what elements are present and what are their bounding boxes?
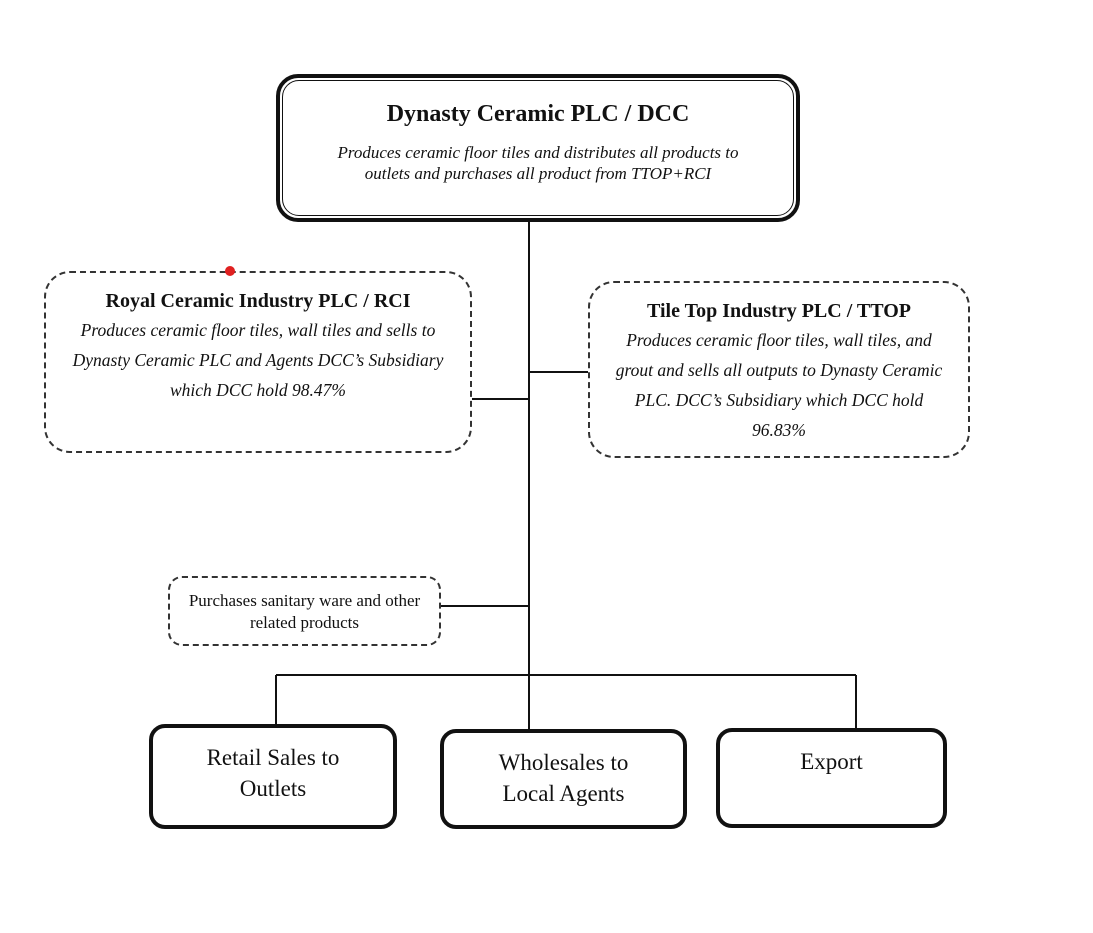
parent-company-title: Dynasty Ceramic PLC / DCC: [386, 101, 690, 127]
marker-dot: [225, 266, 235, 276]
channel-export-label: Export: [800, 749, 863, 774]
parent-company-box: Dynasty Ceramic PLC / DCC Produces ceram…: [276, 74, 800, 222]
ttop-description: Produces ceramic floor tiles, wall tiles…: [615, 330, 943, 440]
channel-retail-box: Retail Sales to Outlets: [149, 724, 397, 829]
channel-wholesale-label: Wholesales to Local Agents: [498, 750, 629, 806]
rci-subsidiary-box: Royal Ceramic Industry PLC / RCI Produce…: [44, 271, 472, 453]
channel-retail-label: Retail Sales to Outlets: [206, 745, 340, 801]
purchases-note-text: Purchases sanitary ware and other relate…: [188, 591, 421, 632]
ttop-subsidiary-box: Tile Top Industry PLC / TTOP Produces ce…: [588, 281, 970, 458]
rci-title: Royal Ceramic Industry PLC / RCI: [105, 290, 411, 312]
rci-description: Produces ceramic floor tiles, wall tiles…: [72, 320, 444, 400]
purchases-note-box: Purchases sanitary ware and other relate…: [168, 576, 441, 646]
channel-export-box: Export: [716, 728, 947, 828]
parent-company-description: Produces ceramic floor tiles and distrib…: [337, 143, 739, 183]
channel-wholesale-box: Wholesales to Local Agents: [440, 729, 687, 829]
ttop-title: Tile Top Industry PLC / TTOP: [647, 300, 911, 322]
